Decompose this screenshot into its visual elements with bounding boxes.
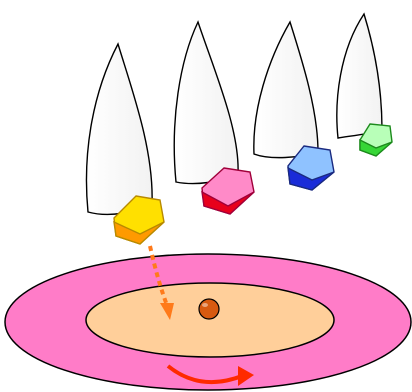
boat-green <box>337 14 392 156</box>
boat-pink <box>174 22 254 214</box>
boat-blue <box>254 22 334 190</box>
inner-race-area <box>86 283 334 357</box>
sail <box>337 14 382 138</box>
boat-yellow <box>86 44 164 244</box>
sail <box>254 22 318 158</box>
buoy-marker <box>199 299 219 319</box>
buoy-highlight <box>202 303 208 307</box>
sail <box>86 44 152 214</box>
sail <box>174 22 238 184</box>
